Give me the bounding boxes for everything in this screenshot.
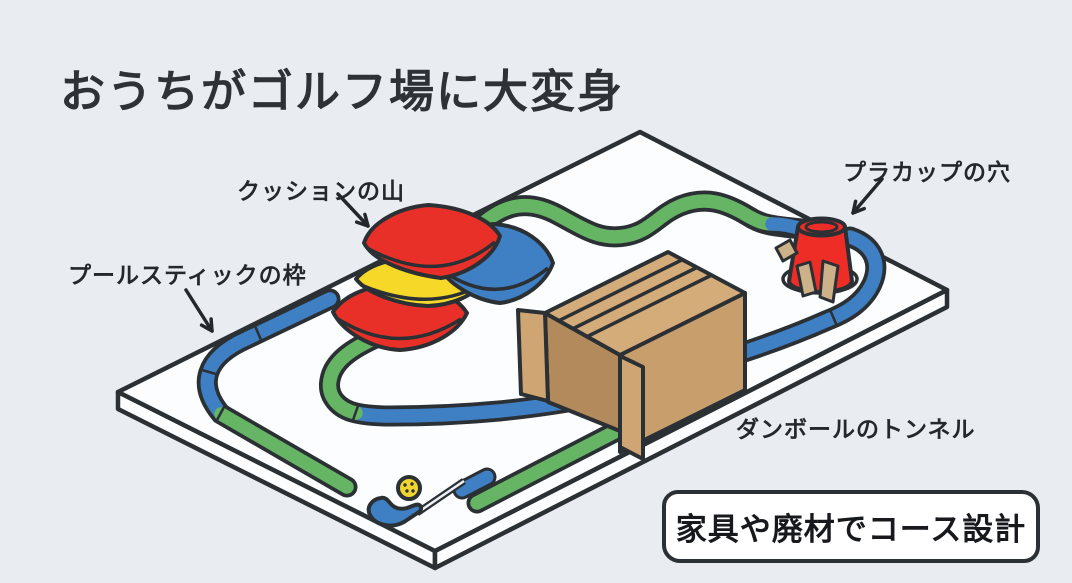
cup-top-inner-ring bbox=[804, 220, 839, 234]
arrow-to-cup bbox=[851, 177, 884, 215]
putter-head bbox=[366, 495, 424, 528]
tape-strip-left bbox=[774, 238, 799, 263]
label-cardboard-tunnel: ダンボールのトンネル bbox=[736, 416, 976, 442]
cushion-pile bbox=[331, 203, 555, 352]
label-cushion-pile: クッションの山 bbox=[237, 178, 405, 204]
arrow-to-cushions bbox=[336, 192, 370, 228]
arrow-to-pool-stick bbox=[184, 288, 214, 333]
course-design-badge: 家具や廃材でコース設計 bbox=[662, 490, 1040, 563]
putter-shaft-highlight bbox=[416, 479, 465, 515]
box-flap-left bbox=[516, 308, 550, 403]
plastic-cup-hole bbox=[774, 216, 859, 304]
golf-ball bbox=[396, 475, 422, 501]
box-top-face bbox=[543, 250, 747, 357]
cushion-red-top-seam bbox=[368, 240, 497, 269]
page-title: おうちがゴルフ場に大変身 bbox=[60, 66, 625, 117]
box-flap-front bbox=[618, 354, 645, 461]
tape-strip-center bbox=[795, 260, 818, 298]
label-pool-stick-frame: プールスティックの枠 bbox=[68, 262, 307, 288]
tape-strip-right bbox=[818, 259, 840, 304]
label-plastic-cup-hole: プラカップの穴 bbox=[843, 159, 1011, 185]
putter-grip-fill bbox=[455, 470, 494, 497]
pool-stick-front bbox=[466, 413, 641, 514]
putter-club bbox=[366, 467, 497, 528]
box-top-flap-seams bbox=[545, 252, 725, 352]
cardboard-box-tunnel bbox=[516, 250, 747, 461]
cushion-blue-seam bbox=[442, 266, 550, 291]
callout-arrows bbox=[184, 177, 884, 333]
cushion-red-bottom-seam bbox=[337, 317, 462, 341]
pool-stick-outer-left bbox=[196, 288, 358, 498]
